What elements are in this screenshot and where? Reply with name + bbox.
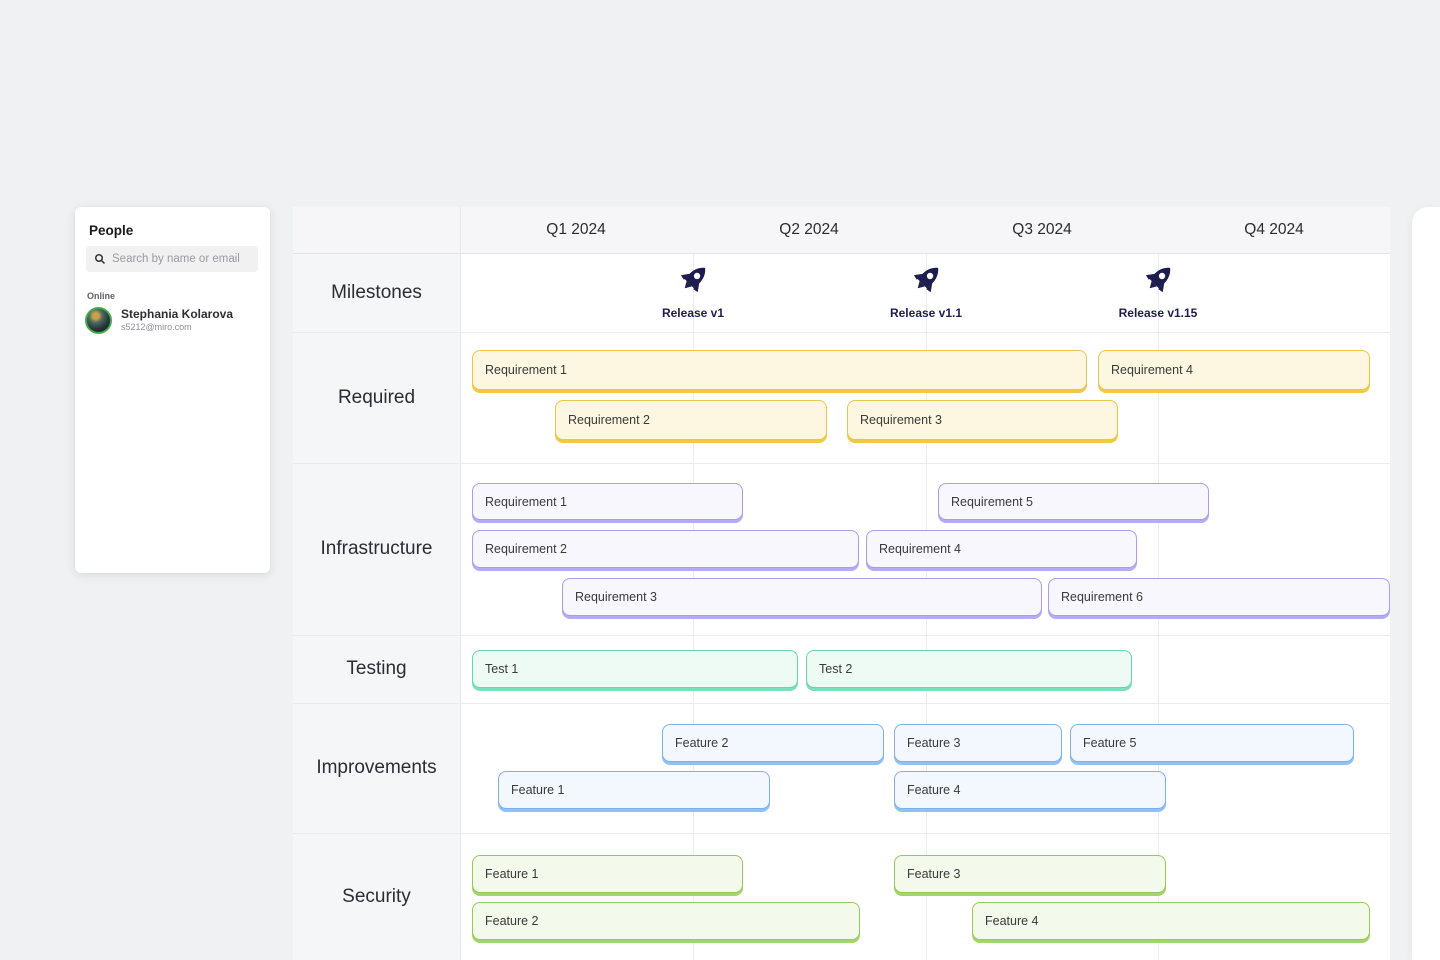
- rocket-icon: [913, 267, 939, 293]
- bar-label: Requirement 1: [485, 494, 567, 509]
- milestone-release-v1[interactable]: Release v1: [633, 261, 753, 320]
- bar-label: Test 2: [819, 662, 853, 676]
- bar-label: Requirement 2: [485, 542, 567, 556]
- milestone-label: Release v1.1: [889, 306, 963, 320]
- bar-required-requirement-3[interactable]: Requirement 3: [847, 400, 1118, 440]
- rocket-icon: [680, 267, 706, 293]
- quarter-header-q4: Q4 2024: [1244, 221, 1304, 238]
- bar-required-requirement-2[interactable]: Requirement 2: [555, 400, 827, 440]
- bar-required-requirement-4[interactable]: Requirement 4: [1098, 350, 1370, 390]
- bar-improvements-feature-2[interactable]: Feature 2: [662, 724, 884, 762]
- people-panel: People Online Stephania Kolarova s5212@m…: [75, 207, 270, 573]
- bar-improvements-feature-3[interactable]: Feature 3: [894, 724, 1062, 762]
- bar-improvements-feature-1[interactable]: Feature 1: [498, 771, 770, 809]
- search-icon: [95, 254, 106, 265]
- grid-line: [293, 635, 1390, 636]
- bar-security-feature-2[interactable]: Feature 2: [472, 902, 860, 940]
- avatar: [85, 306, 112, 334]
- rocket-icon: [1145, 267, 1171, 293]
- row-label-infrastructure: Infrastructure: [320, 538, 433, 559]
- user-email: s5212@miro.com: [121, 321, 192, 332]
- quarter-header-q1: Q1 2024: [546, 221, 606, 238]
- search-input[interactable]: [112, 253, 250, 265]
- people-search-box[interactable]: [86, 246, 258, 272]
- bar-security-feature-3[interactable]: Feature 3: [894, 855, 1166, 893]
- bar-label: Requirement 6: [1061, 590, 1143, 604]
- online-section-label: Online: [87, 291, 116, 301]
- bar-label: Feature 2: [675, 736, 729, 750]
- bar-label: Feature 2: [485, 914, 539, 928]
- roadmap-board: Q1 2024 Q2 2024 Q3 2024 Q4 2024 Mileston…: [293, 207, 1390, 960]
- bar-label: Feature 4: [907, 783, 961, 797]
- bar-label: Feature 3: [907, 736, 961, 750]
- quarter-header-q2: Q2 2024: [779, 221, 839, 238]
- milestone-release-v1-1[interactable]: Release v1.1: [866, 261, 986, 320]
- bar-infrastructure-requirement-2[interactable]: Requirement 2: [472, 530, 859, 568]
- bar-infrastructure-requirement-3[interactable]: Requirement 3: [562, 578, 1042, 616]
- people-panel-title: People: [89, 223, 134, 238]
- bar-security-feature-1[interactable]: Feature 1: [472, 855, 743, 893]
- grid-line: [293, 463, 1390, 464]
- bar-label: Requirement 2: [568, 413, 650, 427]
- bar-label: Feature 1: [511, 783, 565, 797]
- milestone-release-v1-15[interactable]: Release v1.15: [1098, 261, 1218, 320]
- row-label-security: Security: [342, 885, 411, 907]
- bar-testing-test-1[interactable]: Test 1: [472, 650, 798, 688]
- timeline-header: [293, 207, 1390, 253]
- bar-label: Requirement 1: [485, 363, 567, 377]
- grid-line: [460, 207, 461, 960]
- bar-infrastructure-requirement-5[interactable]: Requirement 5: [938, 483, 1209, 520]
- bar-testing-test-2[interactable]: Test 2: [806, 650, 1132, 688]
- row-label-testing: Testing: [346, 658, 407, 679]
- bar-improvements-feature-5[interactable]: Feature 5: [1070, 724, 1354, 762]
- grid-line: [293, 253, 1390, 254]
- bar-required-requirement-1[interactable]: Requirement 1: [472, 350, 1087, 390]
- grid-line: [293, 332, 1390, 333]
- grid-line: [293, 703, 1390, 704]
- row-label-column: [293, 253, 460, 960]
- bar-label: Requirement 3: [860, 413, 942, 427]
- user-list-item[interactable]: Stephania Kolarova s5212@miro.com: [85, 303, 261, 337]
- bar-label: Requirement 3: [575, 590, 657, 604]
- bar-label: Feature 5: [1083, 736, 1137, 750]
- bar-infrastructure-requirement-1[interactable]: Requirement 1: [472, 483, 743, 520]
- row-label-improvements: Improvements: [316, 757, 437, 778]
- bar-infrastructure-requirement-4[interactable]: Requirement 4: [866, 530, 1137, 568]
- bar-infrastructure-requirement-6[interactable]: Requirement 6: [1048, 578, 1390, 616]
- bar-label: Requirement 5: [951, 494, 1033, 509]
- grid-line: [293, 833, 1390, 834]
- bar-label: Feature 3: [907, 867, 961, 881]
- bar-label: Feature 4: [985, 914, 1039, 928]
- row-label-required: Required: [337, 386, 416, 408]
- user-name: Stephania Kolarova: [121, 306, 234, 321]
- quarter-header-q3: Q3 2024: [1012, 221, 1072, 238]
- cropped-side-frame: [1412, 207, 1440, 960]
- bar-label: Test 1: [485, 662, 519, 676]
- bar-security-feature-4[interactable]: Feature 4: [972, 902, 1370, 940]
- bar-label: Requirement 4: [879, 542, 961, 556]
- milestone-label: Release v1: [661, 306, 725, 320]
- bar-label: Feature 1: [485, 867, 539, 881]
- row-label-milestones: Milestones: [331, 281, 422, 303]
- bar-label: Requirement 4: [1111, 363, 1193, 377]
- bar-improvements-feature-4[interactable]: Feature 4: [894, 771, 1166, 809]
- milestone-label: Release v1.15: [1118, 306, 1198, 320]
